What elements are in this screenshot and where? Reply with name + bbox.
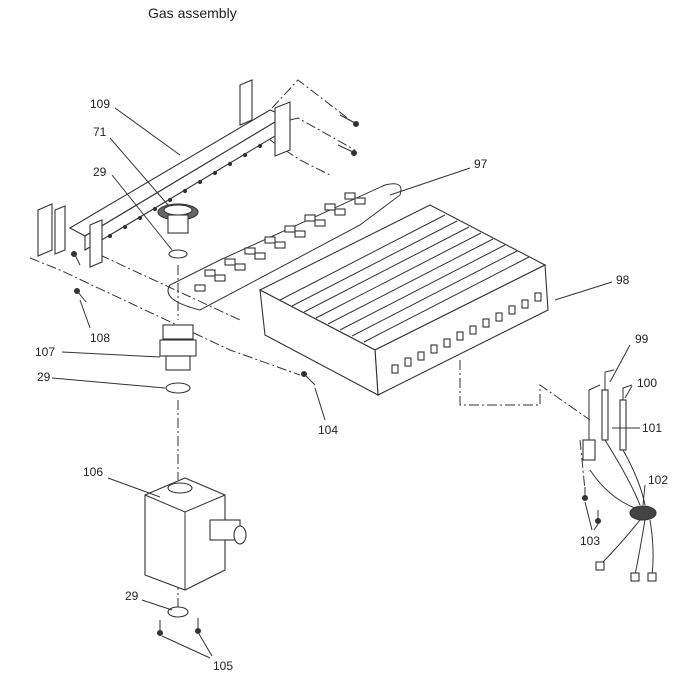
label-102: 102 bbox=[648, 473, 668, 487]
label-29-top: 29 bbox=[93, 165, 107, 179]
label-105: 105 bbox=[213, 659, 233, 673]
gas-valve bbox=[144, 477, 247, 618]
screws bbox=[71, 114, 601, 636]
diagram-title: Gas assembly bbox=[148, 5, 237, 21]
label-106: 106 bbox=[83, 465, 103, 479]
label-100: 100 bbox=[637, 376, 657, 390]
label-97: 97 bbox=[474, 157, 488, 171]
label-29-middle: 29 bbox=[37, 370, 51, 384]
label-108: 108 bbox=[90, 331, 110, 345]
gas-pipe-fitting bbox=[159, 324, 197, 394]
burner-assembly bbox=[258, 204, 549, 396]
ignition-electrodes bbox=[582, 369, 657, 582]
injector-group bbox=[167, 183, 402, 311]
label-98: 98 bbox=[616, 273, 630, 287]
label-104: 104 bbox=[318, 423, 338, 437]
label-109: 109 bbox=[90, 97, 110, 111]
label-29-bottom: 29 bbox=[125, 589, 139, 603]
part-labels: 109 71 29 97 98 108 107 29 104 99 100 10… bbox=[35, 97, 668, 673]
label-101: 101 bbox=[642, 421, 662, 435]
label-107: 107 bbox=[35, 345, 55, 359]
manifold-bar bbox=[37, 79, 291, 268]
leader-lines bbox=[51, 107, 646, 659]
label-99: 99 bbox=[635, 332, 649, 346]
manifold-fitting bbox=[157, 203, 199, 259]
label-71: 71 bbox=[93, 125, 107, 139]
label-103: 103 bbox=[580, 534, 600, 548]
